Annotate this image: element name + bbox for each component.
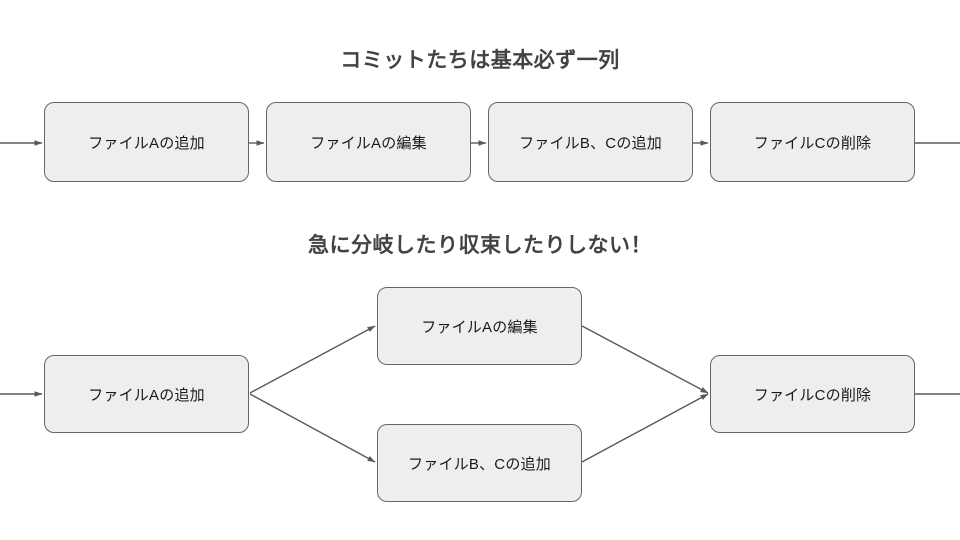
node-label: ファイルCの削除 (753, 386, 872, 404)
node-label: ファイルB、Cの追加 (408, 455, 551, 473)
node-file-c-delete-linear[interactable]: ファイルCの削除 (710, 102, 915, 182)
edge-node-2-to-node-4-merge-top (581, 325, 709, 394)
node-file-a-add-branch[interactable]: ファイルAの追加 (44, 355, 249, 433)
node-label: ファイルCの削除 (753, 134, 872, 152)
edge-node-3-to-node-4-merge-bottom (581, 393, 709, 463)
node-file-a-edit-linear[interactable]: ファイルAの編集 (266, 102, 471, 182)
node-file-bc-add-linear[interactable]: ファイルB、Cの追加 (488, 102, 693, 182)
node-file-c-delete-branch[interactable]: ファイルCの削除 (710, 355, 915, 433)
edge-node-1-to-node-3-branch-down (249, 393, 376, 463)
edge-node-1-to-node-2-branch-up (249, 325, 376, 394)
node-file-a-edit-branch[interactable]: ファイルAの編集 (377, 287, 582, 365)
node-label: ファイルB、Cの追加 (519, 134, 662, 152)
node-label: ファイルAの編集 (310, 134, 427, 152)
section-title-branch-merge: 急に分岐したり収束したりしない！ (308, 234, 652, 257)
section-title-linear-chain: コミットたちは基本必ず一列 (340, 49, 620, 72)
node-file-a-add-linear[interactable]: ファイルAの追加 (44, 102, 249, 182)
node-label: ファイルAの追加 (88, 134, 205, 152)
node-label: ファイルAの追加 (88, 386, 205, 404)
node-label: ファイルAの編集 (421, 318, 538, 336)
node-file-bc-add-branch[interactable]: ファイルB、Cの追加 (377, 424, 582, 502)
